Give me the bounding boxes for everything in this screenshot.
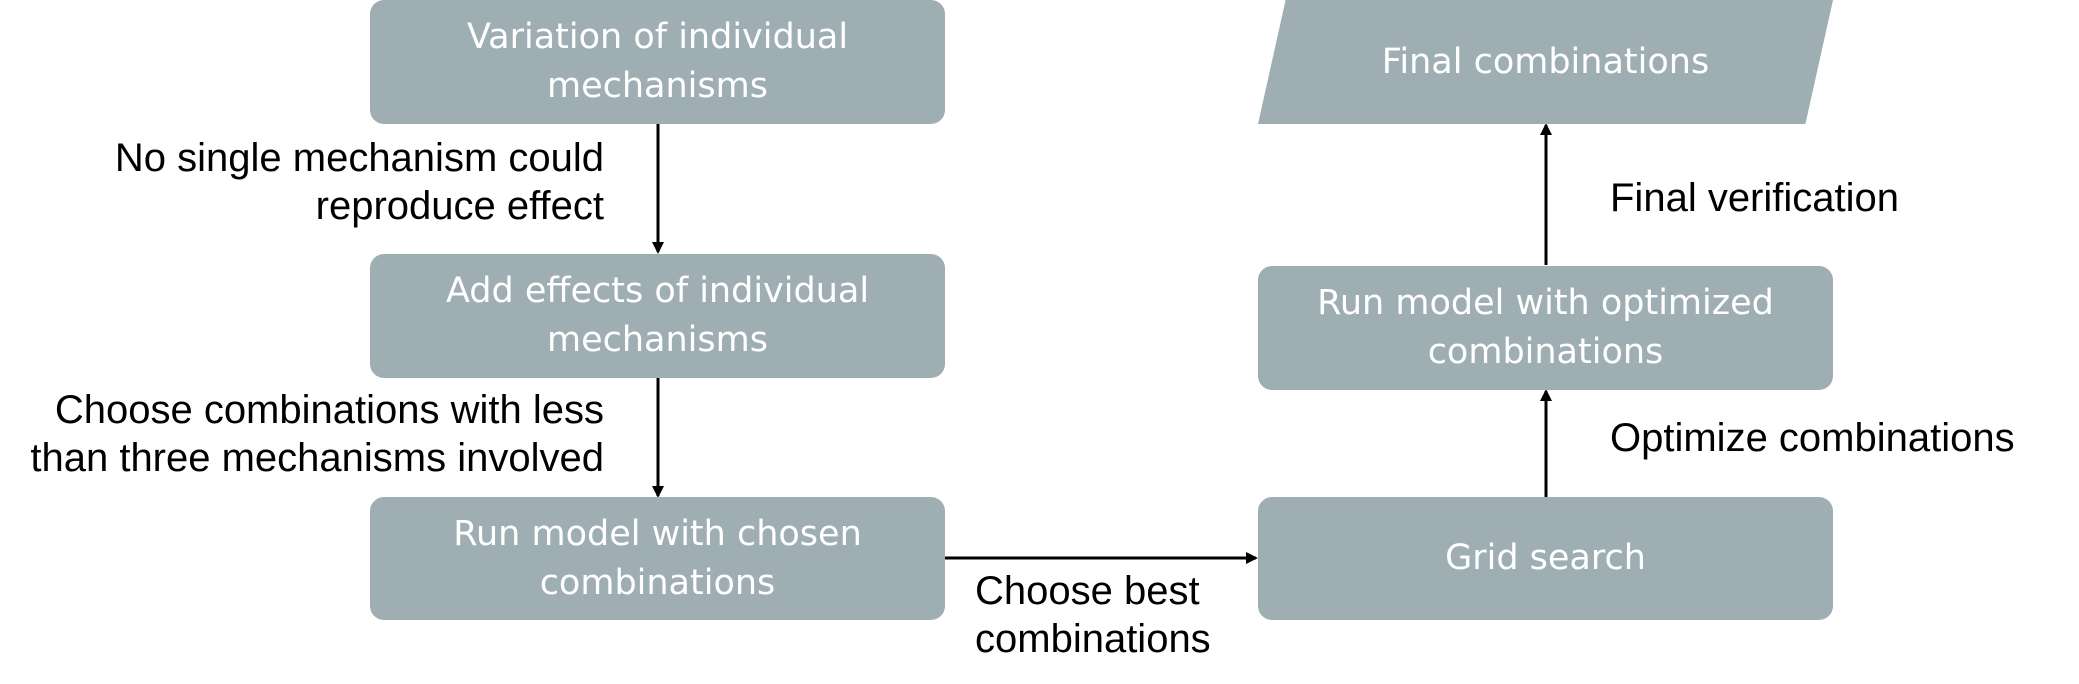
node-text-line: combinations <box>539 562 776 603</box>
edge-label-line: Choose best <box>975 569 1200 613</box>
node-text-line: Variation of individual <box>466 17 849 57</box>
node-text-line: Run model with chosen <box>453 513 862 554</box>
node-grid-search: Grid search <box>1258 497 1833 620</box>
node-variation-of-individual-mechanisms: Variation of individual mechanisms <box>370 0 945 124</box>
edge-label-line: reproduce effect <box>315 184 604 228</box>
edge-label-line: combinations <box>975 617 1211 661</box>
node-add-effects-of-individual-mechanisms: Add effects of individual mechanisms <box>370 254 945 378</box>
node-text-line: Add effects of individual <box>445 271 870 311</box>
edge-label-no-single-mechanism: No single mechanism could reproduce effe… <box>40 134 604 230</box>
edge-label-line: Final verification <box>1610 176 1900 220</box>
node-text-line: Grid search <box>1445 538 1646 578</box>
edge-label-choose-combinations-less-than-three: Choose combinations with less than three… <box>0 386 604 482</box>
node-run-model-with-chosen-combinations: Run model with chosen combinations <box>370 497 945 620</box>
edge-label-optimize-combinations: Optimize combinations <box>1610 414 2015 462</box>
edge-label-final-verification: Final verification <box>1610 174 1899 222</box>
edge-label-line: Optimize combinations <box>1610 416 2015 460</box>
edge-label-line: than three mechanisms involved <box>30 436 604 480</box>
edge-label-line: No single mechanism could <box>114 136 604 180</box>
node-run-model-with-optimized-combinations: Run model with optimized combinations <box>1258 266 1833 390</box>
node-text-line: combinations <box>1427 332 1664 372</box>
edge-label-line: Choose combinations with less <box>54 388 604 432</box>
node-text-line: mechanisms <box>547 66 768 106</box>
edge-label-choose-best-combinations: Choose best combinations <box>975 567 1211 663</box>
node-text-line: Run model with optimized <box>1317 283 1774 323</box>
node-text-line: mechanisms <box>547 320 768 360</box>
node-final-combinations-output <box>1258 0 1833 124</box>
node-final-combinations-label: Final combinations <box>1381 42 1710 82</box>
